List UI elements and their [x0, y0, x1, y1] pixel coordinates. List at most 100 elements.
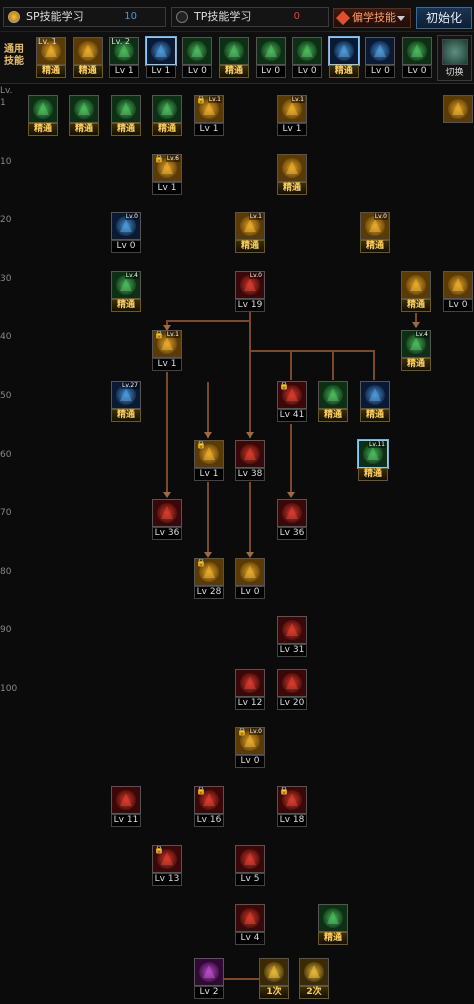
- level-axis-label: 100: [0, 684, 18, 694]
- level-axis-label: 60: [0, 449, 12, 460]
- skill-level-label: 2次: [299, 986, 329, 999]
- common-skill-slot[interactable]: Lv 0: [255, 37, 286, 79]
- skill-slot[interactable]: Lv 5: [235, 845, 265, 887]
- skill-slot[interactable]: 🔒Lv 18: [277, 786, 307, 828]
- arrow-down-icon: [163, 492, 171, 498]
- skill-level-label: Lv 18: [277, 814, 307, 827]
- tree-connector: [166, 320, 250, 322]
- skill-level-label: Lv 1: [109, 65, 140, 78]
- green-swirl-icon: Lv.4: [111, 271, 141, 299]
- skill-slot[interactable]: Lv.6🔒Lv 1: [152, 154, 182, 196]
- skill-slot[interactable]: Lv 12: [235, 669, 265, 711]
- skill-slot[interactable]: Lv.4 精通: [111, 271, 141, 313]
- tree-connector: [249, 350, 374, 352]
- blue-eye-icon: [328, 37, 359, 65]
- skill-slot[interactable]: Lv.1🔒Lv 1: [152, 330, 182, 372]
- skill-slot[interactable]: 🔒Lv 1: [194, 440, 224, 482]
- skill-level-label: Lv 1: [194, 468, 224, 481]
- red-fire-icon: 🔒: [277, 381, 307, 409]
- skill-level-label: 精通: [401, 299, 431, 312]
- skill-slot[interactable]: Lv 11: [111, 786, 141, 828]
- skill-slot[interactable]: 精通: [360, 381, 390, 423]
- level-axis-label: 50: [0, 391, 12, 401]
- skill-slot[interactable]: Lv.0🔒Lv 0: [235, 727, 265, 769]
- skill-slot[interactable]: Lv 2: [194, 958, 224, 1000]
- lock-icon: 🔒: [196, 95, 206, 104]
- tab-tp-skill[interactable]: TP技能学习 0: [171, 7, 329, 27]
- skill-level-label: Lv 13: [152, 873, 182, 886]
- skill-slot[interactable]: 1次: [259, 958, 289, 1000]
- common-skill-slot[interactable]: 精通: [219, 37, 249, 79]
- skill-level-tag: Lv.1: [248, 213, 263, 220]
- skill-slot[interactable]: Lv 0: [235, 558, 265, 600]
- skill-level-tag: Lv.0: [248, 728, 263, 735]
- skill-level-label: Lv 4: [235, 932, 265, 945]
- common-skill-slot[interactable]: Lv 0: [182, 37, 213, 79]
- skill-slot[interactable]: 🔒Lv 41: [277, 381, 307, 423]
- skill-level-label: 精通: [111, 299, 141, 312]
- skill-slot[interactable]: Lv 36: [152, 499, 182, 541]
- skill-level-label: Lv 16: [194, 814, 224, 827]
- lock-icon: 🔒: [237, 727, 247, 736]
- skill-slot[interactable]: [443, 95, 473, 137]
- skill-slot[interactable]: Lv.1🔒Lv 1: [194, 95, 224, 137]
- reset-button[interactable]: 初始化: [416, 7, 472, 29]
- skill-level-label: Lv 20: [277, 697, 307, 710]
- skill-level-label: Lv 0: [235, 586, 265, 599]
- skill-slot[interactable]: Lv 31: [277, 616, 307, 658]
- lock-icon: 🔒: [196, 786, 206, 795]
- skill-slot[interactable]: Lv 0: [443, 271, 473, 313]
- skill-slot[interactable]: 精通: [28, 95, 58, 137]
- skill-slot[interactable]: Lv 4: [235, 904, 265, 946]
- common-skills-label: 通用技能: [4, 44, 24, 67]
- skill-slot[interactable]: 精通: [277, 154, 307, 196]
- skill-slot[interactable]: 精通: [401, 271, 431, 313]
- skill-level-tag: Lv.4: [124, 272, 139, 279]
- arrow-down-icon: [246, 552, 254, 558]
- common-skill-slot[interactable]: Lv 0: [402, 37, 432, 79]
- tree-connector: [249, 312, 251, 382]
- skill-slot[interactable]: 精通: [69, 95, 99, 137]
- skill-slot[interactable]: Lv 20: [277, 669, 307, 711]
- common-skill-slot[interactable]: 精通: [328, 37, 359, 79]
- red-crown-icon: 🔒: [277, 786, 307, 814]
- skill-slot[interactable]: 🔒Lv 13: [152, 845, 182, 887]
- skill-level-label: Lv 1: [194, 123, 224, 136]
- level-axis-label: 70: [0, 508, 12, 519]
- skill-slot[interactable]: 精通: [318, 904, 348, 946]
- skill-category-dropdown[interactable]: 偏学技能: [333, 8, 411, 28]
- skill-level-tag: Lv.0: [248, 272, 263, 279]
- tree-connector: [249, 482, 251, 554]
- blue-star-icon: Lv.27: [111, 381, 141, 409]
- skill-slot[interactable]: Lv 36: [277, 499, 307, 541]
- skill-slot[interactable]: 精通: [111, 95, 141, 137]
- skill-level-label: 精通: [360, 240, 390, 253]
- skill-level-label: 精通: [277, 182, 307, 195]
- skill-slot[interactable]: 🔒Lv 28: [194, 558, 224, 600]
- skill-level-tag: Lv.1: [290, 96, 305, 103]
- skill-slot[interactable]: Lv 38: [235, 440, 265, 482]
- skill-slot[interactable]: 🔒 Lv 16: [194, 786, 224, 828]
- tab-sp-skill[interactable]: SP技能学习 10: [3, 7, 166, 27]
- skill-slot[interactable]: 2次: [299, 958, 329, 1000]
- common-skill-slot[interactable]: 精通: [72, 37, 103, 79]
- skill-level-tag: Lv.4: [414, 331, 429, 338]
- common-skill-slot[interactable]: Lv 0: [365, 37, 396, 79]
- skill-level-label: 精通: [318, 932, 348, 945]
- skill-slot[interactable]: 精通: [152, 95, 182, 137]
- common-skill-slot[interactable]: Lv 0: [292, 37, 323, 79]
- common-skill-slot[interactable]: Lv 1: [145, 37, 176, 79]
- axis-header: Lv.: [0, 86, 13, 96]
- skill-slot[interactable]: 精通: [318, 381, 348, 423]
- switch-button[interactable]: 切换: [437, 35, 472, 81]
